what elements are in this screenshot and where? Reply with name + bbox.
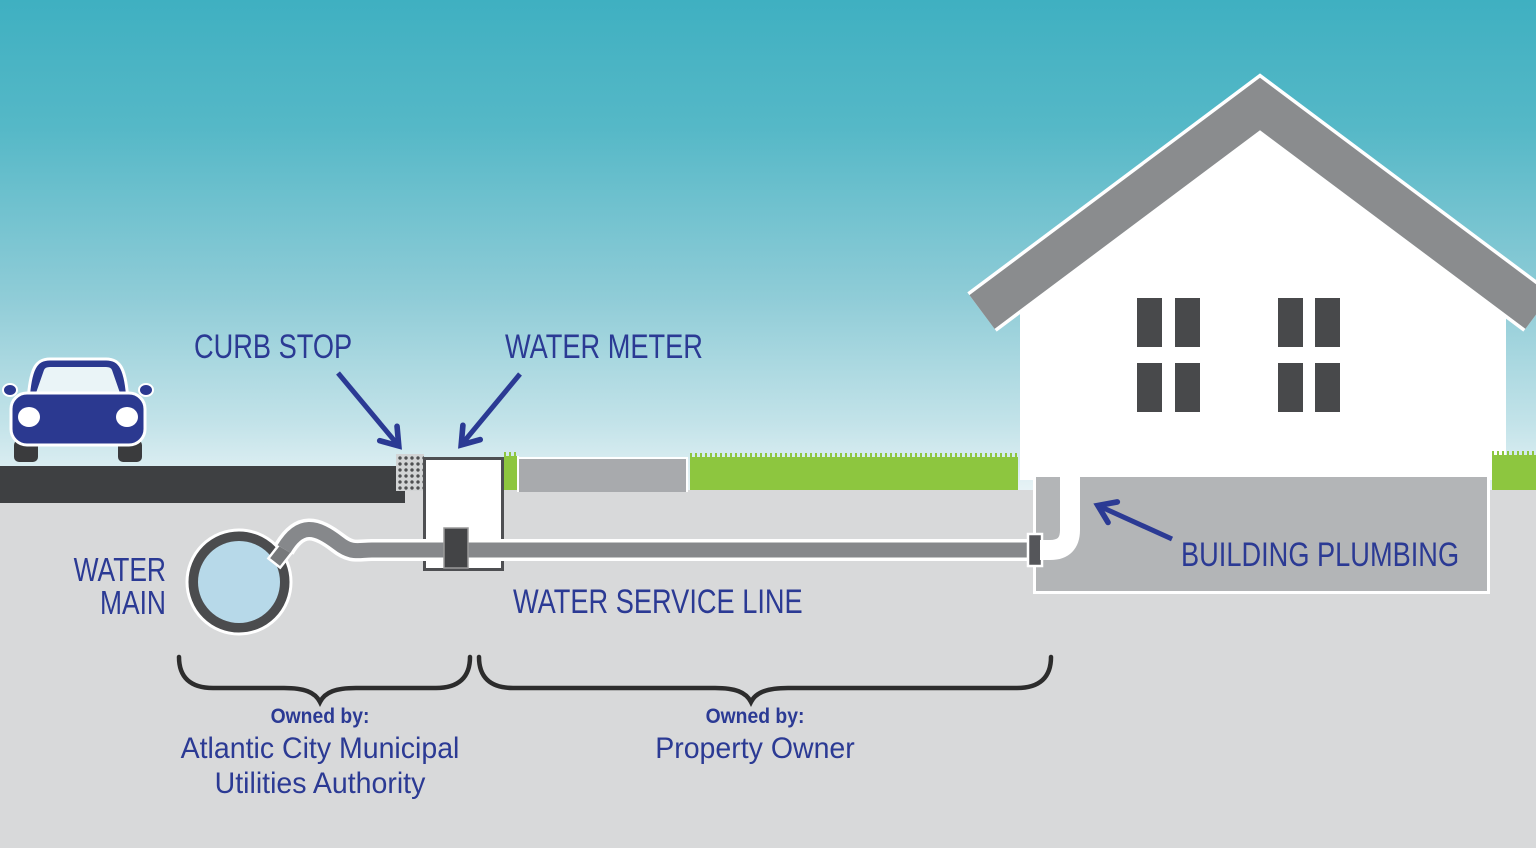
curb-stop-label: CURB STOP [194,328,353,366]
roof [969,77,1536,329]
water-main-icon [185,528,293,636]
utility-brace [176,654,473,708]
utility-owned-by-text: Owned by: [270,705,370,728]
property-brace [476,654,1054,708]
grass-strip [690,453,1018,490]
grass-strip-small [504,452,519,490]
curb-stop-icon [396,454,424,491]
car-icon [2,357,154,462]
property-owner-name: Property Owner [655,732,855,765]
building-plumbing-label: BUILDING PLUMBING [1181,536,1460,574]
grass-strip-right [1492,451,1536,490]
ownership-braces [176,654,1054,708]
water-meter-label: WATER METER [505,328,703,366]
water-main-label-line1: WATER [73,551,166,588]
sidewalk [517,457,688,492]
utility-owner-name: Atlantic City Municipal Utilities Author… [180,732,460,800]
building-plumbing-arrow [1093,499,1174,542]
water-service-line-pipe [274,518,1031,562]
road [0,466,405,503]
property-owned-by-text: Owned by: [705,705,805,728]
water-meter-valve [443,527,469,569]
label-arrows [336,371,1174,542]
building-plumbing-pipe [1040,472,1080,560]
water-main-label-line2: MAIN [100,584,166,621]
pipe-fitting [1026,532,1044,568]
curb-stop-arrow [336,371,402,450]
utility-ownership-callout: Owned by: Atlantic City Municipal Utilit… [160,705,480,801]
water-meter-arrow [458,372,522,449]
house-foundation [1033,474,1490,594]
property-ownership-callout: Owned by: Property Owner [595,705,915,766]
house-icon [967,73,1536,480]
water-service-line-label: WATER SERVICE LINE [513,583,803,621]
water-main-label: WATER MAIN [65,553,166,619]
windows [1137,298,1340,412]
